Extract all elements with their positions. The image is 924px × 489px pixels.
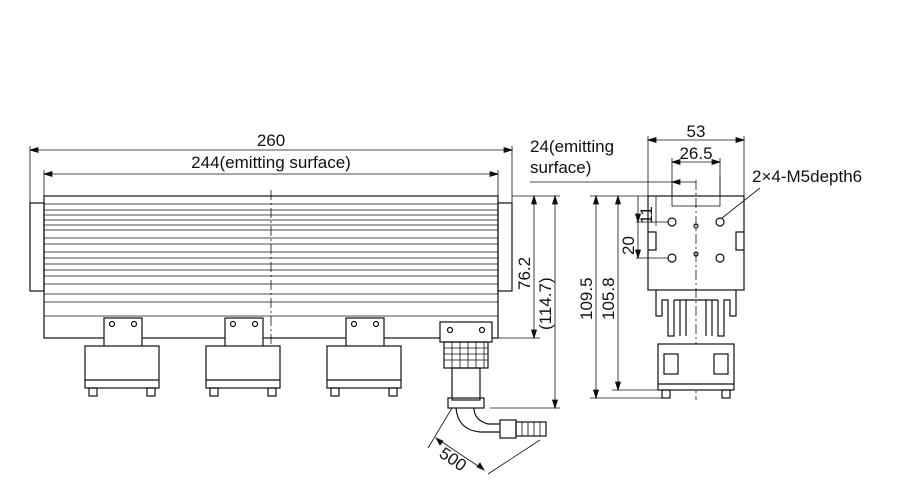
dim-76-label: 76.2 xyxy=(515,257,534,290)
dimension-width-26 xyxy=(670,158,722,196)
dimension-height-76 xyxy=(498,194,540,340)
dimension-emitting-length xyxy=(42,170,500,196)
mounting-bracket xyxy=(84,317,160,397)
dimension-cable-length xyxy=(427,407,541,475)
front-view: 260 244(emitting surface) 76.2 (114 xyxy=(28,131,560,476)
dim-109-label: 109.5 xyxy=(577,277,596,320)
right-end-cap xyxy=(497,202,513,292)
dimension-overall-length xyxy=(28,146,514,203)
mounting-hole xyxy=(667,217,725,263)
side-bracket xyxy=(657,343,735,399)
dim-53-label: 53 xyxy=(687,122,706,141)
side-view: 53 26.5 24(emitting surface) 2×4-M5depth… xyxy=(530,122,862,400)
dim-20-label: 20 xyxy=(619,236,638,255)
dim-244-label: 244(emitting surface) xyxy=(191,153,351,172)
dimension-height-114 xyxy=(490,194,560,410)
cable-connector xyxy=(439,321,547,439)
emitting-width-leader xyxy=(530,176,721,196)
dimension-side-height xyxy=(590,194,662,400)
hole-spec-label: 2×4-M5depth6 xyxy=(752,167,862,186)
hole-spec-leader xyxy=(721,187,761,219)
dim-24-label-line2: surface) xyxy=(530,158,591,177)
dim-114-label: (114.7) xyxy=(536,277,555,330)
dim-105-label: 105.8 xyxy=(599,277,618,320)
dimension-hole-pitch xyxy=(634,196,668,260)
left-end-cap xyxy=(29,202,45,292)
dim-260-label: 260 xyxy=(257,131,285,150)
dim-26-label: 26.5 xyxy=(679,144,712,163)
side-fins xyxy=(655,290,737,337)
dim-24-label-line1: 24(emitting xyxy=(530,137,614,156)
dim-500-label: 500 xyxy=(436,444,470,476)
mounting-bracket xyxy=(205,317,281,397)
dimension-width-53 xyxy=(646,136,746,196)
dim-11-label: 11 xyxy=(637,206,656,224)
mounting-bracket xyxy=(326,317,402,397)
